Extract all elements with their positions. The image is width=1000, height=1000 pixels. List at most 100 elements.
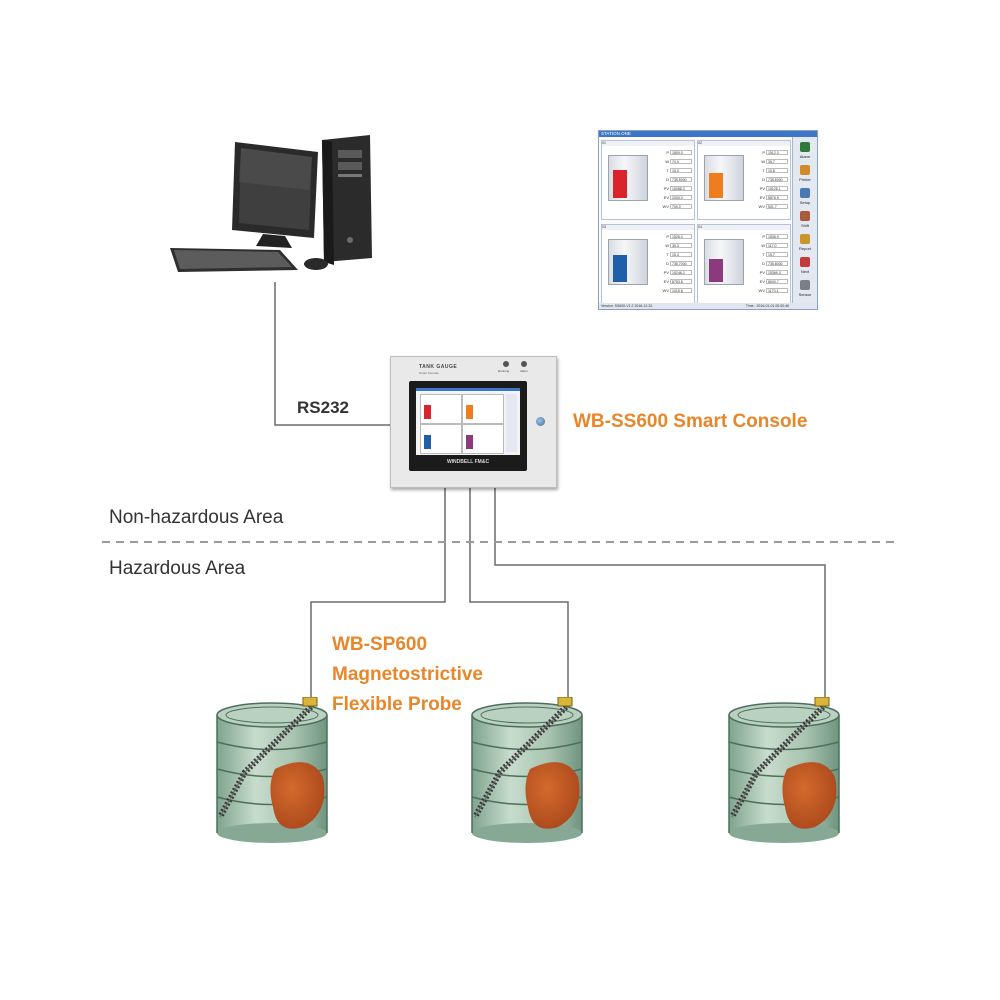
side-button-next[interactable]: Next [794,256,816,278]
reading-value: 700.0 [670,204,692,210]
reading-key: PV [663,270,669,275]
side-button-label: Report [798,246,811,251]
reading-value: 735.5000 [670,177,692,183]
sensor-icon [800,280,810,290]
probe-cable-1 [310,486,446,697]
console-screen [416,388,520,455]
console-power-button[interactable] [536,417,545,426]
reading-key: T [666,168,669,173]
reading-value: 15088.0 [670,186,692,192]
side-button-sensor[interactable]: Sensor [794,279,816,301]
running-led-label: Running [498,369,510,373]
side-button-label: Sensor [798,292,812,297]
liquid-level-bar [613,255,627,282]
reading-key: T [762,252,765,257]
storage-tank-3 [727,697,845,847]
reading-value: 117.0 [766,243,788,249]
alarm-icon [800,142,810,152]
reading-key: T [762,168,765,173]
side-button-shift[interactable]: Shift [794,210,816,232]
probe-label: WB-SP600 Magnetostrictive Flexible Probe [332,630,483,720]
reading-value: 735.7000 [670,261,692,267]
probe-cable-3 [494,486,826,697]
rs232-cable [274,282,390,426]
side-button-report[interactable]: Report [794,233,816,255]
reading-value: 735.6000 [766,177,788,183]
reading-value: 5876.9 [766,195,788,201]
side-button-printer[interactable]: Printer [794,164,816,186]
alarm-led-label: Alarm [520,369,528,373]
reading-value: 8630.7 [766,279,788,285]
reading-key: WV [758,288,765,293]
liquid-level-bar [613,170,627,198]
reading-key: P [666,150,669,155]
reading-value: 15.7 [766,252,788,258]
console-subtitle: Smart Console [419,371,439,375]
liquid-level-bar [709,259,723,282]
reading-key: W [761,243,765,248]
rs232-label: RS232 [297,398,349,417]
report-icon [800,234,810,244]
reading-value: 1170.1 [766,288,788,294]
console-display-bezel: WINDBELL FM&C [409,381,527,471]
side-button-alarm[interactable]: Alarm [794,141,816,163]
next-icon [800,257,810,267]
reading-key: D [666,177,669,182]
reading-value: 1512.3 [766,150,788,156]
reading-key: D [666,261,669,266]
reading-value: 15246.2 [670,270,692,276]
console-logo: WINDBELL FM&C [446,459,490,465]
console-name-label: WB-SS600 Smart Console [573,411,808,432]
probe-type: Magnetostrictive [332,664,483,685]
reading-key: WV [662,288,669,293]
reading-value: 1800.0 [670,150,692,156]
reading-key: WV [758,204,765,209]
reading-value: 15369.3 [766,270,788,276]
reading-key: EV [759,279,765,284]
reading-key: EV [759,195,765,200]
computer-icon [170,135,372,272]
reading-key: P [666,234,669,239]
non-hazardous-area-label: Non-hazardous Area [109,507,284,528]
reading-value: 35.3 [670,243,692,249]
side-button-label: Shift [800,223,809,228]
panel-id: 01 [602,141,694,146]
probe-model: WB-SP600 [332,634,428,655]
reading-value: 1015.6 [670,288,692,294]
reading-value: 8753.8 [670,279,692,285]
hazardous-area-label: Hazardous Area [109,558,246,579]
probe-desc: Flexible Probe [332,694,462,715]
reading-key: W [761,159,765,164]
reading-value: 70.0 [670,159,692,165]
console-brand: TANK GAUGE [419,364,458,370]
side-button-setup[interactable]: Setup [794,187,816,209]
reading-key: PV [759,270,765,275]
panel-id: 04 [698,225,790,230]
reading-value: 1526.4 [670,234,692,240]
setup-icon [800,188,810,198]
reading-key: PV [663,186,669,191]
reading-key: EV [663,279,669,284]
